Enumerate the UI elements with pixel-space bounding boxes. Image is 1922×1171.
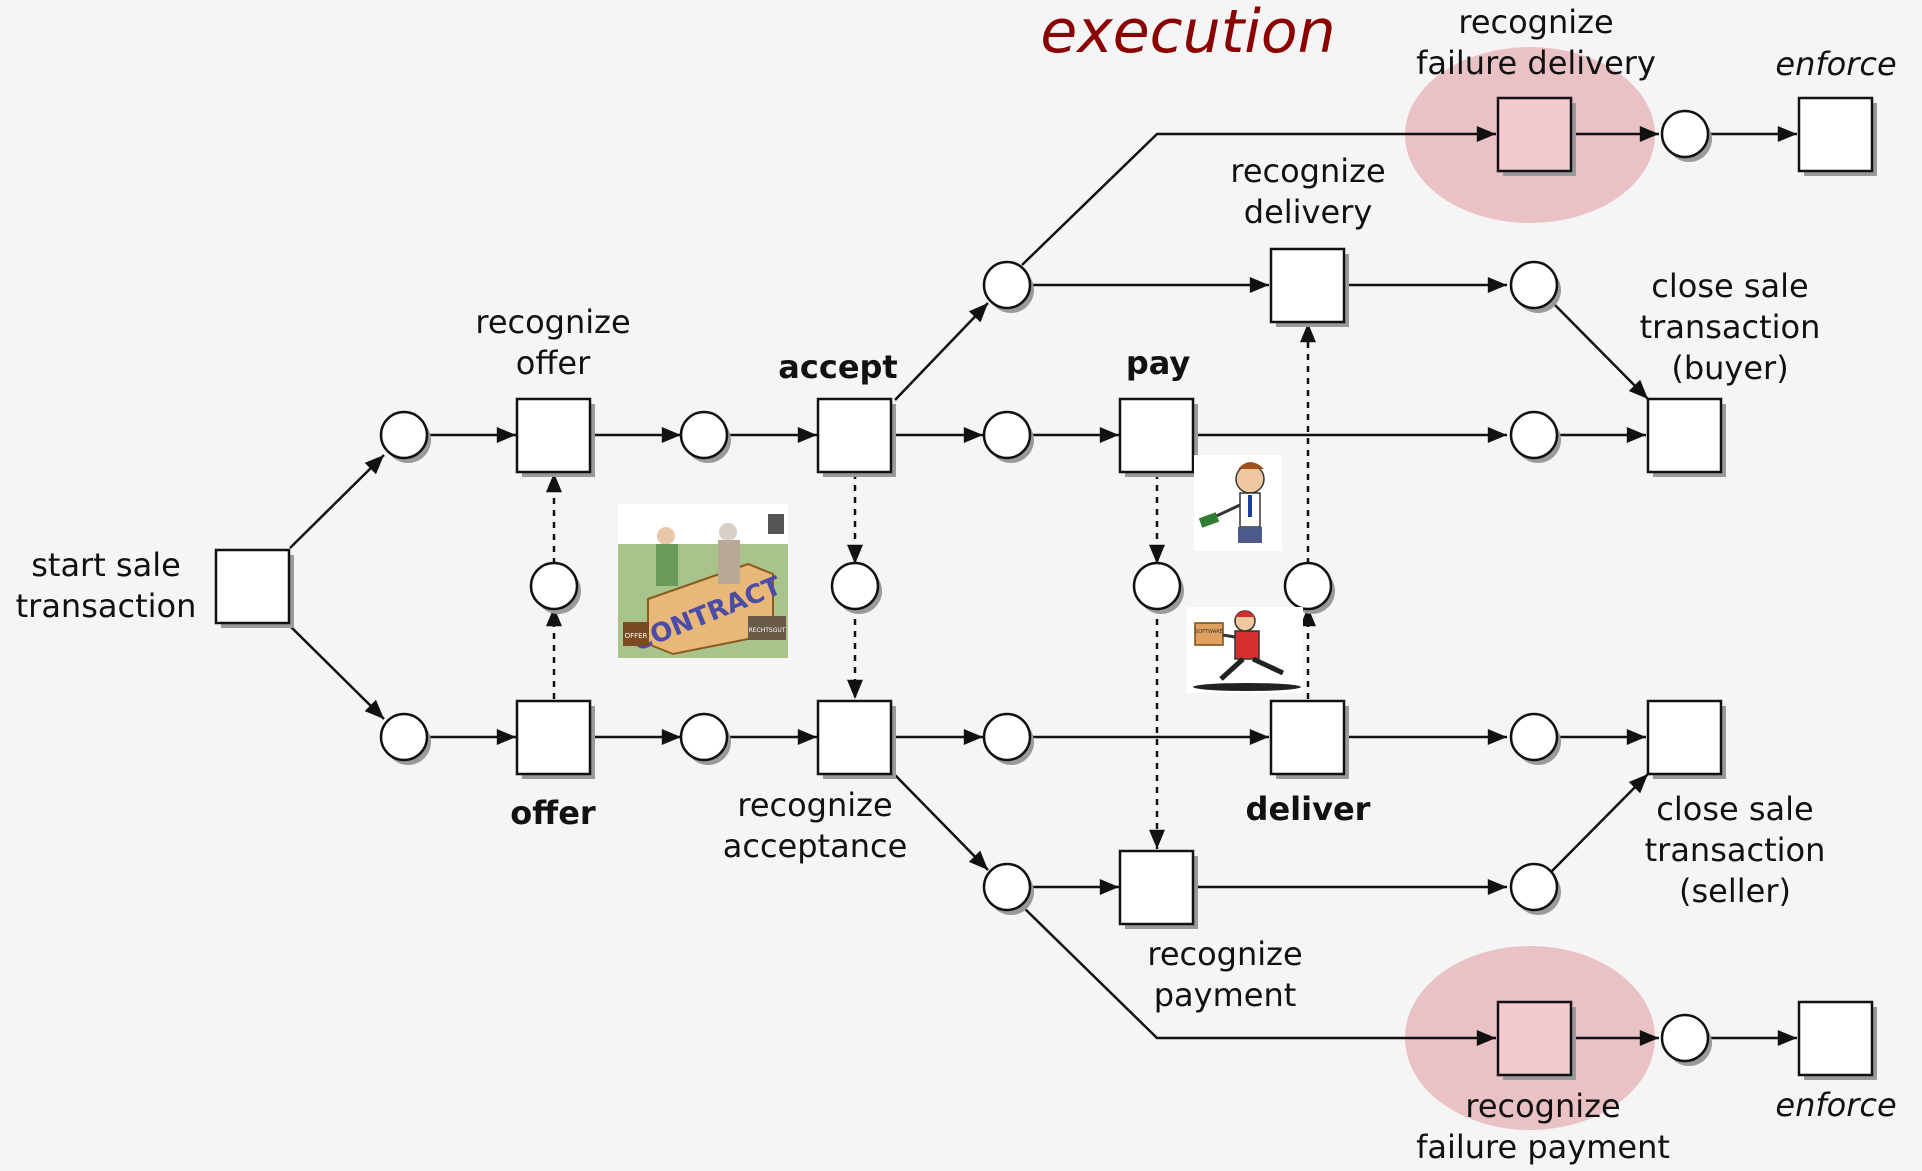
place: [982, 260, 1034, 313]
places: [379, 109, 1712, 1066]
place: [982, 862, 1034, 915]
transition-recognize-payment: [1118, 849, 1198, 929]
place: [529, 561, 581, 614]
place: [982, 410, 1034, 463]
transition-close-buyer: [1646, 397, 1726, 477]
arcs: [289, 126, 1798, 1046]
place: [679, 410, 731, 463]
label-close-buyer-line3: (buyer): [1671, 349, 1788, 387]
place: [982, 712, 1034, 765]
transition-deliver: [1269, 699, 1349, 779]
case-word: RECHTSGUT: [749, 627, 786, 634]
label-close-buyer-line2: transaction: [1640, 308, 1821, 346]
label-recognize-payment-line2: payment: [1154, 976, 1297, 1014]
place: [679, 712, 731, 765]
dashed-arcs: [546, 323, 1316, 849]
contract-illustration: CONTRACT OFFER RECHTSGUT: [618, 504, 788, 658]
label-enforce-top: enforce: [1775, 45, 1896, 83]
labels: start sale transaction recognize offer o…: [16, 3, 1897, 1166]
label-close-seller-line3: (seller): [1679, 872, 1791, 910]
diagram-title: execution: [1040, 0, 1335, 67]
place: [1509, 260, 1561, 313]
label-start-sale-line2: transaction: [16, 587, 197, 625]
place: [1509, 410, 1561, 463]
label-recognize-payment-line1: recognize: [1147, 935, 1302, 973]
deliver-illustration: SOFTWARE: [1187, 607, 1303, 693]
offer-case-word: OFFER: [625, 632, 648, 640]
label-deliver: deliver: [1246, 790, 1371, 828]
transition-recognize-failure-delivery: [1496, 96, 1576, 176]
transition-recognize-delivery: [1269, 247, 1349, 327]
transition-accept: [816, 397, 896, 477]
transition-recognize-offer: [515, 397, 595, 477]
label-recognize-offer-line2: offer: [516, 344, 591, 382]
transitions: [214, 96, 1877, 1080]
label-pay: pay: [1126, 344, 1191, 382]
place: [379, 410, 431, 463]
label-failure-payment-line1: recognize: [1465, 1087, 1620, 1125]
label-close-seller-line1: close sale: [1656, 790, 1813, 828]
place: [830, 561, 882, 614]
label-failure-delivery-line1: recognize: [1458, 3, 1613, 41]
label-offer: offer: [510, 794, 596, 832]
label-failure-delivery-line2: failure delivery: [1416, 44, 1656, 82]
label-accept: accept: [778, 348, 897, 386]
label-enforce-bottom: enforce: [1775, 1086, 1896, 1124]
place: [1660, 1013, 1712, 1066]
place: [1283, 561, 1335, 614]
transition-enforce-bottom: [1797, 1000, 1877, 1080]
transition-pay: [1118, 397, 1198, 477]
place: [379, 712, 431, 765]
transition-recognize-failure-payment: [1496, 1000, 1576, 1080]
label-recognize-delivery-line2: delivery: [1244, 193, 1373, 231]
package-word: SOFTWARE: [1195, 629, 1223, 635]
label-recognize-delivery-line1: recognize: [1230, 152, 1385, 190]
label-recognize-offer-line1: recognize: [475, 303, 630, 341]
label-recognize-acceptance-line1: recognize: [737, 786, 892, 824]
label-close-buyer-line1: close sale: [1651, 267, 1808, 305]
transition-start-sale: [214, 548, 294, 628]
place: [1509, 862, 1561, 915]
label-recognize-acceptance-line2: acceptance: [723, 827, 908, 865]
place: [1509, 712, 1561, 765]
transition-enforce-top: [1797, 96, 1877, 176]
transition-close-seller: [1646, 699, 1726, 779]
pay-illustration: [1194, 455, 1282, 551]
transition-recognize-acceptance: [816, 699, 896, 779]
place: [1660, 109, 1712, 162]
place: [1132, 561, 1184, 614]
label-failure-payment-line2: failure payment: [1416, 1128, 1670, 1166]
transition-offer: [515, 699, 595, 779]
label-start-sale-line1: start sale: [31, 546, 181, 584]
label-close-seller-line2: transaction: [1645, 831, 1826, 869]
